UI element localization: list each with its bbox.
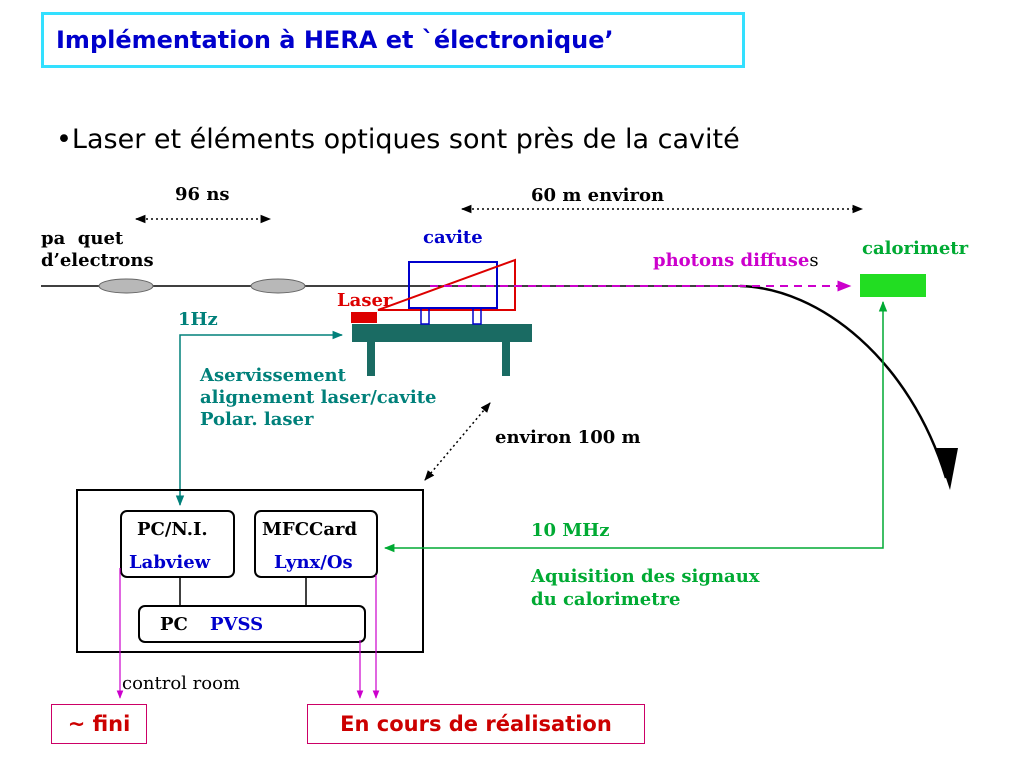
calorimeter-signal-line	[383, 300, 888, 553]
bent-beam-arrowhead	[936, 448, 958, 490]
bullet-text: •Laser et éléments optiques sont près de…	[56, 124, 740, 155]
photons-label: photons diffuses	[653, 250, 819, 271]
electron-bunch-1	[98, 278, 154, 294]
bent-beam-curve	[739, 284, 948, 479]
acq-line1: Aquisition des signaux	[530, 566, 760, 587]
pc-ni-label: PC/N.I.	[137, 519, 208, 540]
dim-96ns-label: 96 ns	[175, 184, 230, 205]
pc-pvss-box	[138, 605, 366, 643]
optical-bench	[352, 324, 532, 342]
lynx-os-label: Lynx/Os	[274, 552, 353, 573]
calorimeter-block	[860, 274, 926, 297]
pc-label: PC	[160, 614, 188, 635]
cavite-label: cavite	[423, 227, 483, 248]
slide-title: Implémentation à HERA et `électronique’	[41, 12, 745, 68]
feedback-loop-line	[175, 330, 344, 507]
status-tag-en-cours: En cours de réalisation	[307, 704, 645, 744]
mfc-card-label: MFCCard	[262, 519, 358, 540]
bench-leg-right	[502, 342, 510, 376]
paquet-label-line2: d’electrons	[41, 250, 154, 271]
acq-line2: du calorimetre	[531, 589, 680, 610]
status-tag-fini: ~ fini	[51, 704, 147, 744]
dim-60m-label: 60 m environ	[531, 185, 664, 206]
environ-100m-label: environ 100 m	[495, 427, 641, 448]
calorimetre-label: calorimetr	[862, 238, 969, 259]
pc-ni-box	[120, 510, 235, 578]
labview-label: Labview	[129, 552, 211, 573]
control-room-label: control room	[122, 673, 240, 694]
freq-1hz-label: 1Hz	[178, 309, 218, 330]
photons-label-main: photons diffuse	[653, 250, 809, 271]
paquet-label-line1: pa quet	[41, 228, 124, 249]
aserv-line2: alignement laser/cavite	[200, 387, 436, 408]
electron-bunch-2	[250, 278, 306, 294]
cavity-box	[408, 261, 498, 309]
freq-10mhz-label: 10 MHz	[531, 520, 609, 541]
laser-source	[351, 312, 377, 323]
pvss-label: PVSS	[210, 614, 263, 635]
control-room-box	[76, 489, 424, 653]
laser-label: Laser	[337, 290, 393, 311]
photons-label-suffix: s	[809, 250, 818, 271]
mfc-card-box	[254, 510, 378, 578]
bench-leg-left	[367, 342, 375, 376]
aserv-line1: Aservissement	[199, 365, 347, 386]
dist-100m-arrow	[424, 402, 491, 481]
aserv-line3: Polar. laser	[200, 409, 314, 430]
